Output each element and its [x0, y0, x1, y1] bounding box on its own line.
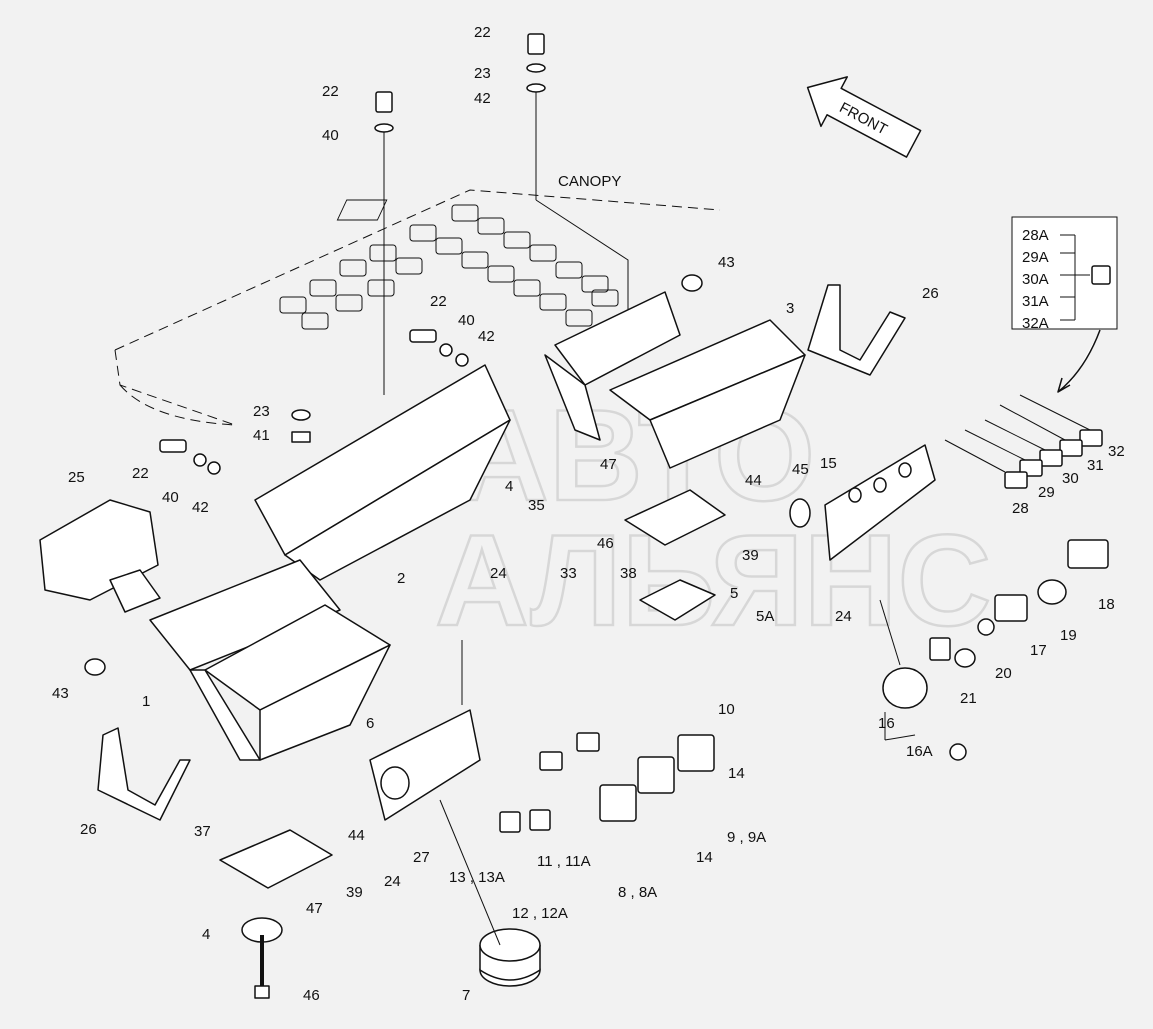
callout-label: 23: [253, 403, 270, 420]
callout-label: 6: [366, 715, 374, 732]
callout-label: 23: [474, 65, 491, 82]
callout-label: 29: [1038, 484, 1055, 501]
callout-label: 43: [718, 254, 735, 271]
callout-label: 37: [194, 823, 211, 840]
callout-label: 13 , 13A: [449, 869, 505, 886]
callout-label: 16: [878, 715, 895, 732]
callout-label: 8 , 8A: [618, 884, 657, 901]
callout-label: 11 , 11A: [537, 853, 591, 870]
callout-label: 38: [620, 565, 637, 582]
variant-list: 28A 29A 30A 31A 32A: [1022, 227, 1049, 332]
callout-label: 47: [306, 900, 323, 917]
callout-label: 15: [820, 455, 837, 472]
callout-label: 10: [718, 701, 735, 718]
callout-label: 42: [474, 90, 491, 107]
callout-label: 47: [600, 456, 617, 473]
callout-label: 33: [560, 565, 577, 582]
callout-label: 4: [505, 478, 513, 495]
callout-label: 21: [960, 690, 977, 707]
callout-label: 22: [430, 293, 447, 310]
parts: [39, 33, 1109, 999]
callout-label: 12 , 12A: [512, 905, 568, 922]
callout-label: 22: [474, 24, 491, 41]
callout-label: 30: [1062, 470, 1079, 487]
variant-label: 30A: [1022, 271, 1049, 288]
variant-label: 31A: [1022, 293, 1049, 310]
watermark-line-2: АЛЬЯНС: [435, 507, 991, 653]
callout-label: 46: [303, 987, 320, 1004]
canopy-vent-slots: [279, 204, 619, 330]
callout-label: 45: [792, 461, 809, 478]
callout-label: 28: [1012, 500, 1029, 517]
callout-label: 25: [68, 469, 85, 486]
callout-label: 3: [786, 300, 794, 317]
callout-label: 40: [458, 312, 475, 329]
callout-label: 17: [1030, 642, 1047, 659]
callout-label: 16A: [906, 743, 933, 760]
canopy-label: CANOPY: [558, 173, 621, 190]
variant-label: 32A: [1022, 315, 1049, 332]
callout-label: 44: [348, 827, 365, 844]
callout-label: 32: [1108, 443, 1125, 460]
canopy-outline: [114, 90, 721, 426]
callout-label: 24: [835, 608, 852, 625]
callout-label: 22: [322, 83, 339, 100]
callout-label: 39: [346, 884, 363, 901]
callout-label: 5: [730, 585, 738, 602]
callout-label: 26: [922, 285, 939, 302]
callout-label: 42: [478, 328, 495, 345]
callout-label: 40: [322, 127, 339, 144]
callout-label: 24: [384, 873, 401, 890]
variant-label: 28A: [1022, 227, 1049, 244]
callout-label: 24: [490, 565, 507, 582]
callout-label: 2: [397, 570, 405, 587]
callout-label: 43: [52, 685, 69, 702]
callout-label: 31: [1087, 457, 1104, 474]
callout-label: 14: [696, 849, 713, 866]
callout-label: 41: [253, 427, 270, 444]
variant-box: [1011, 216, 1118, 393]
callout-label: 35: [528, 497, 545, 514]
callout-label: 20: [995, 665, 1012, 682]
callout-label: 14: [728, 765, 745, 782]
callout-label: 19: [1060, 627, 1077, 644]
callout-label: 40: [162, 489, 179, 506]
callout-label: 9 , 9A: [727, 829, 766, 846]
callout-label: 5A: [756, 608, 774, 625]
callout-label: 26: [80, 821, 97, 838]
callout-label: 1: [142, 693, 150, 710]
variant-label: 29A: [1022, 249, 1049, 266]
callout-label: 39: [742, 547, 759, 564]
callout-label: 42: [192, 499, 209, 516]
front-arrow: FRONT: [806, 76, 922, 158]
callout-label: 27: [413, 849, 430, 866]
callout-label: 7: [462, 987, 470, 1004]
callout-label: 18: [1098, 596, 1115, 613]
callout-label: 46: [597, 535, 614, 552]
callout-label: 4: [202, 926, 210, 943]
callout-label: 44: [745, 472, 762, 489]
callout-label: 22: [132, 465, 149, 482]
